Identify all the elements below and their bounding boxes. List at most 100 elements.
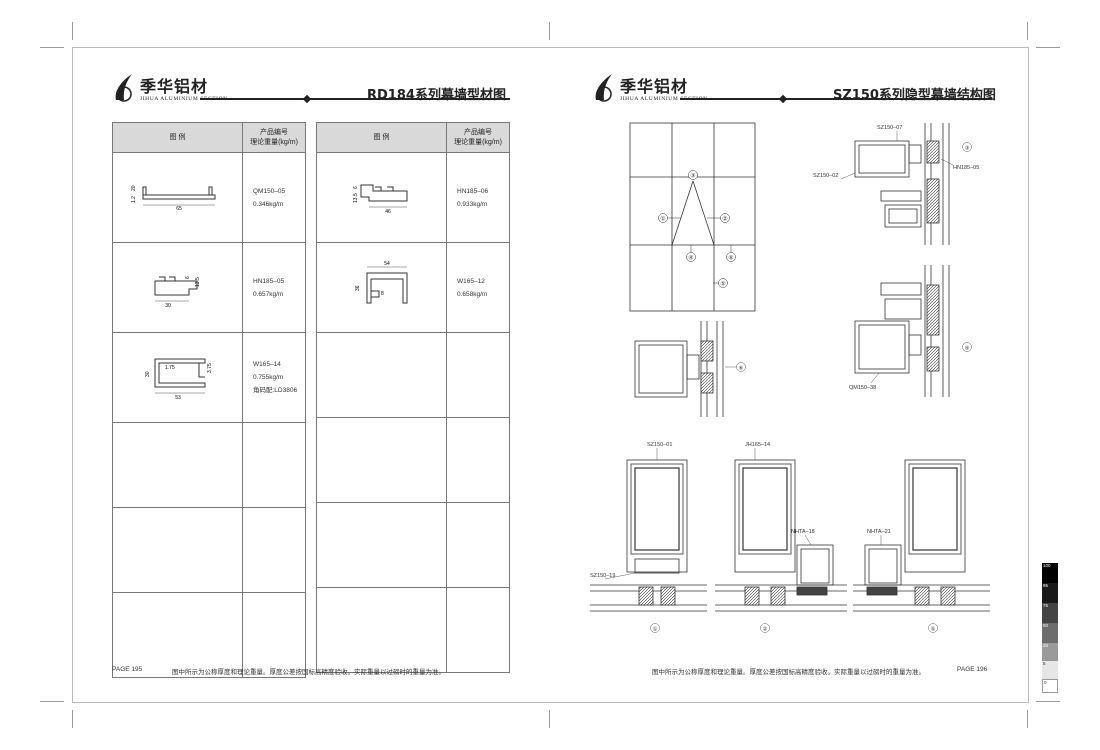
header-code: 产品编号理论重量(kg/m): [446, 122, 510, 153]
product-info: HN185–05 0.657kg/m: [242, 242, 306, 333]
product-weight: 0.658kg/m: [457, 290, 488, 298]
color-bar-swatch: 0: [1042, 679, 1058, 693]
page-number-left: PAGE 195: [112, 666, 143, 673]
product-weight: 0.933kg/m: [457, 200, 488, 208]
product-info: W165–14 0.755kg/m 角码配:LD3806: [242, 332, 306, 423]
empty-cell: [242, 422, 306, 508]
dim-label: 1.2: [131, 196, 137, 203]
product-note: 角码配:LD3806: [253, 387, 298, 394]
empty-cell: [242, 507, 306, 593]
section-marker: ①: [653, 626, 658, 633]
elevation-marker: ⑤: [720, 281, 725, 288]
structure-drawing: ③ ① ② ④ ⑥ ⑤ SZ150–07 SZ150–02 HN185–05: [590, 122, 990, 633]
profile-table-left: 图 例 产品编号理论重量(kg/m) 65 20 1.2 QM150–05 0.…: [112, 122, 306, 678]
section-marker: ⑤: [931, 626, 936, 633]
elevation-marker: ③: [690, 173, 695, 180]
dim-label: 20: [131, 185, 137, 191]
product-weight: 0.346kg/m: [253, 200, 284, 208]
section-marker: ②: [763, 626, 768, 633]
dim-label: 30: [165, 303, 171, 309]
empty-cell: [112, 507, 243, 593]
color-bar-swatch: 25: [1042, 643, 1058, 661]
empty-cell: [112, 422, 243, 508]
section-marker: ⑥: [739, 365, 744, 372]
part-label: NHTA–21: [867, 529, 891, 535]
empty-cell: [316, 417, 447, 503]
empty-cell: [316, 332, 447, 418]
elevation-grid: [629, 122, 756, 312]
color-bar-swatch: 100: [1042, 563, 1058, 583]
crop-mark: [1036, 701, 1060, 702]
profile-drawing: 53 30 1.75 3.75: [112, 332, 243, 423]
logo-mark-icon: [115, 74, 132, 102]
empty-cell: [316, 587, 447, 673]
empty-cell: [242, 592, 306, 678]
product-info: W165–12 0.658kg/m: [446, 242, 510, 333]
part-label: JH165–14: [745, 442, 770, 448]
dim-label: 6: [185, 276, 191, 279]
section-3: [854, 123, 950, 245]
product-code: W165–14: [253, 361, 281, 368]
dim-label: 3.75: [207, 363, 213, 373]
product-weight: 0.755kg/m: [253, 374, 284, 381]
empty-cell: [446, 587, 510, 673]
product-code: QM150–05: [253, 187, 286, 195]
color-bar-swatch: 5: [1042, 661, 1058, 679]
section-6: [634, 321, 724, 417]
color-bar-swatch: 75: [1042, 603, 1058, 623]
crop-mark: [72, 22, 73, 40]
header-code: 产品编号理论重量(kg/m): [242, 122, 306, 153]
part-label: NHTA–18: [791, 529, 815, 535]
crop-mark: [1027, 22, 1028, 40]
crop-mark: [549, 710, 550, 728]
crop-mark: [1027, 710, 1028, 728]
product-code: HN185–06: [457, 187, 489, 195]
product-code: HN185–05: [253, 277, 285, 285]
profile-table-right: 图 例 产品编号理论重量(kg/m) 46 6 13.5 HN185–06 0.…: [316, 122, 510, 673]
header-legend: 图 例: [112, 122, 243, 153]
dim-label: 8: [381, 291, 384, 297]
dim-label: 1.75: [165, 365, 175, 371]
empty-cell: [446, 502, 510, 588]
profile-drawing: 30 6 13.5: [112, 242, 243, 333]
section-2: [715, 459, 847, 612]
elevation-marker: ①: [660, 216, 665, 223]
part-label: SZ150–07: [877, 125, 902, 131]
brand-subtitle: JIHUA ALUMINIUM SECTION: [620, 96, 708, 102]
profile-drawing: 54 36 8: [316, 242, 447, 333]
brand-name: 季华铝材: [140, 77, 209, 96]
dim-label: 30: [145, 371, 151, 377]
color-bar-swatch: 50: [1042, 623, 1058, 643]
product-info: QM150–05 0.346kg/m: [242, 152, 306, 243]
dim-label: 46: [385, 209, 391, 215]
dim-label: 13.5: [353, 193, 359, 203]
section-4: [854, 265, 950, 397]
crop-mark: [40, 47, 64, 48]
page-number-right: PAGE 196: [957, 666, 988, 673]
color-bar-swatch: 95: [1042, 583, 1058, 603]
brand-logo-left: 季华铝材 JIHUA ALUMINIUM SECTION: [112, 72, 228, 102]
product-code: W165–12: [457, 277, 485, 285]
part-label: SZ150–02: [813, 173, 838, 179]
section-marker: ③: [965, 145, 970, 152]
dim-label: 13.5: [195, 277, 201, 287]
part-label: SZ150–01: [647, 442, 672, 448]
part-label: QM150–38: [849, 385, 876, 391]
section-1: [590, 459, 707, 612]
brand-name: 季华铝材: [620, 77, 689, 96]
empty-cell: [446, 417, 510, 503]
page-border: [72, 47, 1029, 703]
dim-label: 53: [175, 395, 181, 401]
crop-mark: [549, 22, 550, 40]
brand-logo-right: 季华铝材 JIHUA ALUMINIUM SECTION: [592, 72, 708, 102]
crop-mark: [72, 710, 73, 728]
crop-mark: [40, 701, 64, 702]
elevation-marker: ②: [722, 216, 727, 223]
elevation-marker: ④: [688, 255, 693, 262]
page-title-right: SZ150系列隐型幕墙结构图: [833, 88, 996, 103]
empty-cell: [446, 332, 510, 418]
product-info: HN185–06 0.933kg/m: [446, 152, 510, 243]
section-5: [853, 459, 990, 612]
dim-label: 65: [176, 206, 182, 212]
product-weight: 0.657kg/m: [253, 290, 284, 298]
